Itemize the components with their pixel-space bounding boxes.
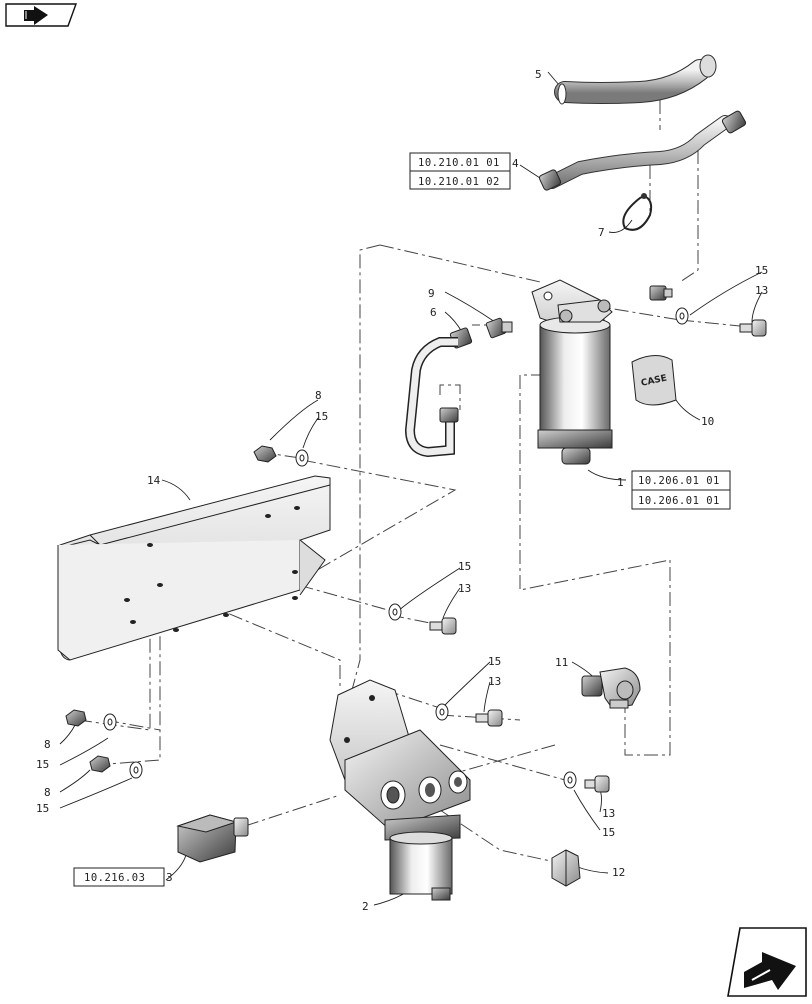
nut-part-8	[65, 445, 277, 773]
ref-link-10-210-01-02[interactable]: 10.210.01 02	[418, 176, 500, 188]
callout-15-c: 15	[458, 560, 471, 573]
fuel-line-part-4	[538, 110, 747, 191]
ref-link-10-206-01-01-a[interactable]: 10.206.01 01	[638, 475, 720, 487]
washer-part-15	[103, 307, 689, 789]
fitting-part-9	[485, 317, 513, 339]
callout-7: 7	[598, 226, 605, 239]
callout-9: 9	[428, 287, 435, 300]
callout-2: 2	[362, 900, 369, 913]
decal-part-10: CASE	[631, 355, 677, 406]
elbow-part-11	[581, 667, 641, 709]
ref-link-10-210-01-01[interactable]: 10.210.01 01	[418, 157, 500, 169]
fuel-filter-part-1	[531, 279, 613, 465]
callout-15-e: 15	[36, 758, 49, 771]
callout-13-c: 13	[488, 675, 501, 688]
callout-12: 12	[612, 866, 625, 879]
callout-8-c: 8	[44, 786, 51, 799]
callout-3: 3	[166, 871, 173, 884]
callout-1: 1	[617, 476, 624, 489]
callout-6: 6	[430, 306, 437, 319]
callout-4: 4	[512, 157, 519, 170]
forward-button[interactable]	[727, 927, 807, 997]
back-button[interactable]	[5, 3, 77, 27]
plug-part-12	[551, 849, 581, 887]
ref-box-part-4[interactable]: 10.210.01 01 10.210.01 02	[409, 152, 511, 190]
ref-link-10-206-01-01-b[interactable]: 10.206.01 01	[638, 495, 720, 507]
fuel-pipe	[404, 337, 459, 458]
callout-15-g: 15	[602, 826, 615, 839]
fitting-right	[649, 285, 673, 301]
callout-13-a: 13	[755, 284, 768, 297]
hose-part-5	[554, 54, 717, 105]
callout-8-a: 8	[315, 389, 322, 402]
callout-11: 11	[555, 656, 568, 669]
bolt-part-13	[429, 319, 767, 793]
callout-13-b: 13	[458, 582, 471, 595]
clip-part-7	[622, 193, 653, 231]
callout-15-b: 15	[315, 410, 328, 423]
ref-box-part-3[interactable]: 10.216.03	[73, 867, 165, 887]
bracket-part-14	[57, 475, 331, 661]
callout-15-f: 15	[36, 802, 49, 815]
ref-box-part-1[interactable]: 10.206.01 01 10.206.01 01	[631, 470, 731, 510]
ref-link-10-216-03[interactable]: 10.216.03	[84, 872, 145, 884]
callout-8-b: 8	[44, 738, 51, 751]
callout-15-a: 15	[755, 264, 768, 277]
callout-14: 14	[147, 474, 161, 487]
callout-15-d: 15	[488, 655, 501, 668]
arrow-back-icon	[24, 6, 48, 25]
fitting	[538, 110, 747, 191]
filter-head-part-2	[329, 679, 471, 901]
arrow-forward-icon	[744, 952, 796, 990]
callout-10: 10	[701, 415, 714, 428]
sensor-part-3	[176, 814, 249, 863]
callout-labels: 5 4 7 9 6 15 13 10 1 8 15 14 15 13 15 13…	[36, 68, 768, 913]
callout-5: 5	[535, 68, 542, 81]
callout-13-d: 13	[602, 807, 615, 820]
